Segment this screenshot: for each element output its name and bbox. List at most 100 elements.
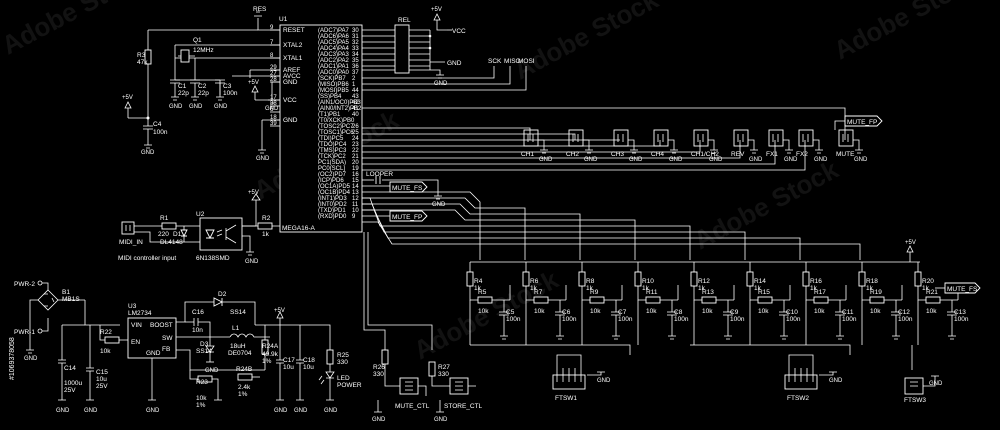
mcu-right-pin-name: (T1)PB1 bbox=[318, 112, 341, 118]
ftsw-connector-gnd: GND bbox=[829, 378, 843, 384]
mcu-right-pin-name: (TOSC2)PC7 bbox=[318, 124, 354, 130]
r23-value: 10k bbox=[196, 395, 207, 402]
mcu-right-pin-num: 1 bbox=[352, 82, 356, 88]
r27-value: 330 bbox=[438, 371, 449, 378]
rel-gnd: GND bbox=[447, 60, 462, 67]
mcu-right-pin-num: 24 bbox=[352, 136, 359, 142]
ftsw-connector-gnd: GND bbox=[929, 381, 943, 387]
d2-ref: D2 bbox=[218, 291, 227, 298]
ftsw-ra-ref: R8 bbox=[586, 278, 595, 285]
looper-gnd: GND bbox=[432, 202, 446, 208]
ftsw-rb-ref: R5 bbox=[478, 289, 487, 296]
mcu-right-pin-name: (TXD)PD1 bbox=[318, 208, 346, 214]
mcu-right-pin-num: 14 bbox=[352, 184, 359, 190]
l1-part: DE0704 bbox=[228, 350, 252, 357]
pwr1-label: PWR-1 bbox=[14, 329, 35, 336]
r25-value: 330 bbox=[337, 359, 348, 366]
ftsw-rb-ref: R15 bbox=[758, 289, 770, 296]
ftsw-c-ref: C9 bbox=[730, 309, 739, 316]
ftsw-ra-value: 1k bbox=[474, 285, 482, 292]
ftsw-rb-value: 10k bbox=[870, 308, 881, 315]
svg-text:Adobe Stock: Adobe Stock bbox=[0, 0, 152, 60]
mcu-right-pin-num: 36 bbox=[352, 64, 359, 70]
mcu-right-pin-name: (ADC5)PA5 bbox=[318, 40, 350, 46]
channel-label: MUTE bbox=[836, 151, 855, 158]
mcu-right-pin-num: 15 bbox=[352, 178, 359, 184]
ftsw-rb-value: 10k bbox=[590, 308, 601, 315]
ftsw-5v: +5V bbox=[905, 240, 916, 246]
c14-gnd: GND bbox=[56, 408, 70, 414]
ftsw-c-ref: C6 bbox=[562, 309, 571, 316]
r26-resistor bbox=[381, 349, 389, 365]
c4-gnd: GND bbox=[141, 150, 155, 156]
c18-gnd: GND bbox=[294, 408, 308, 414]
u3-fb: FB bbox=[162, 346, 170, 353]
ftsw-c-ref: C8 bbox=[674, 309, 683, 316]
watermark-id: #1069378058 bbox=[9, 337, 16, 380]
midi-5v: +5V bbox=[248, 190, 259, 196]
mcu-right-pin-name: (TMS)PC3 bbox=[318, 148, 347, 154]
r2-value: 1k bbox=[262, 231, 270, 238]
mcu-right-pin-name: (AIN1/OC0)PB3 bbox=[318, 100, 361, 106]
ftsw-rb-ref: R19 bbox=[870, 289, 882, 296]
ftsw-ra-value: 1k bbox=[922, 285, 930, 292]
mcu-left-pin-num: 39 bbox=[270, 121, 277, 127]
svg-text:Adobe Stock: Adobe Stock bbox=[689, 154, 844, 255]
mcu-right-pin-num: 43 bbox=[352, 94, 359, 100]
ftsw-ra-ref: R16 bbox=[810, 278, 822, 285]
r24b-tol: 1% bbox=[238, 391, 248, 398]
mcu-right-pin-num: 26 bbox=[352, 124, 359, 130]
channel-gnd: GND bbox=[814, 157, 828, 163]
u3-vin: VIN bbox=[131, 322, 142, 329]
mcu-right-pin-name: (ADC0)PA0 bbox=[318, 70, 350, 76]
mcu-left-pin-name: GND bbox=[283, 117, 298, 124]
r26-ref: R26 bbox=[373, 364, 385, 371]
miso-label: MISO bbox=[504, 58, 521, 65]
rel-5v: +5V bbox=[431, 7, 442, 13]
u3-gnd-sym: GND bbox=[146, 408, 160, 414]
mcu-left-pin-num: 7 bbox=[270, 40, 274, 46]
r24b-resistor bbox=[237, 373, 253, 381]
mcu-left-pin-name: XTAL2 bbox=[283, 42, 303, 49]
r1-resistor bbox=[161, 222, 177, 230]
r24b-ref: R24B bbox=[236, 366, 252, 373]
mosi-label: MOSI bbox=[518, 58, 535, 65]
u3-value: LM2734 bbox=[128, 310, 152, 317]
spi-labels: SCK MISO MOSI bbox=[362, 58, 535, 91]
mcu-right-pin-name: (ADC6)PA6 bbox=[318, 34, 350, 40]
ftsw-c-ref: C5 bbox=[506, 309, 515, 316]
ftsw-rb-value: 10k bbox=[478, 308, 489, 315]
store-ctl-label: STORE_CTL bbox=[444, 403, 483, 410]
ftsw-rb-value: 10k bbox=[702, 308, 713, 315]
mcu-right-pin-name: (T0/XCK)PB0 bbox=[318, 118, 355, 124]
mcu-right-pin-num: 12 bbox=[352, 196, 359, 202]
ftsw-connector-gnd: GND bbox=[597, 378, 611, 384]
channel-label: CH4 bbox=[651, 151, 664, 158]
channel-label: REV bbox=[731, 151, 745, 158]
r22-value: 10k bbox=[100, 348, 111, 355]
mcu-right-pin-num: 10 bbox=[352, 208, 359, 214]
mcu-left-pin-name: AREF bbox=[283, 67, 300, 74]
channel-label: FX1 bbox=[766, 151, 778, 158]
d1-value: DL4148 bbox=[160, 239, 183, 246]
mcu-right-pin-name: (TDO)PC4 bbox=[318, 142, 347, 148]
ftsw-c-value: 100n bbox=[786, 316, 801, 323]
r22-resistor bbox=[104, 336, 120, 344]
mcu-right-pin-num: 23 bbox=[352, 142, 359, 148]
mcu-left-pin-num: 29 bbox=[270, 65, 277, 71]
mcu-right-pins: 30(ADC7)PA731(ADC6)PA632(ADC5)PA533(ADC4… bbox=[318, 28, 362, 220]
mcu-right-pin-num: 20 bbox=[352, 160, 359, 166]
r3-ref: R3 bbox=[137, 52, 146, 59]
mcu-right-pin-num: 16 bbox=[352, 172, 359, 178]
c14-ref: C14 bbox=[64, 365, 76, 372]
ftsw-ra-value: 1k bbox=[810, 285, 818, 292]
u3-sw: SW bbox=[162, 335, 173, 342]
channel-label: CH2 bbox=[566, 151, 579, 158]
looper-label: LOOPER bbox=[366, 171, 393, 178]
mcu-right-pin-num: 25 bbox=[352, 130, 359, 136]
